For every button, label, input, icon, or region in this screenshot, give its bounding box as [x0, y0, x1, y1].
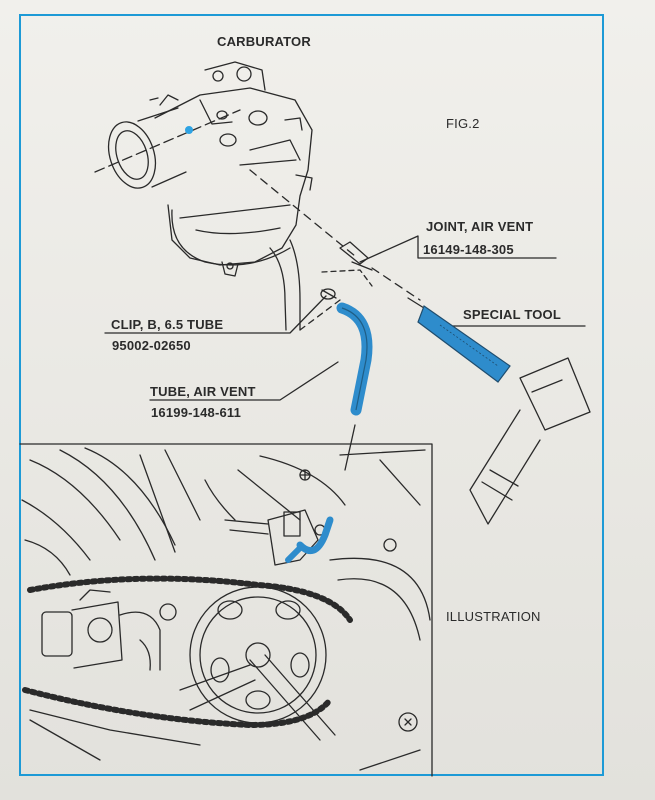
tube-air-vent-part-number: 16199-148-611: [151, 405, 242, 420]
diagram-title: CARBURATOR: [217, 34, 311, 49]
clip-drawing: [320, 288, 337, 300]
special-tool-label: SPECIAL TOOL: [463, 307, 561, 322]
special-tool-drawing: [407, 297, 591, 525]
blue-border-frame: [19, 14, 604, 776]
joint-air-vent-label: JOINT, AIR VENT: [426, 219, 534, 234]
highlighted-parts: [185, 126, 511, 563]
illustration-panel: [19, 443, 433, 777]
clip-label: CLIP, B, 6.5 TUBE: [111, 317, 224, 332]
clip-part-number: 95002-02650: [112, 338, 191, 353]
carburetor-drawing: [94, 61, 313, 331]
figure-number: FIG.2: [446, 116, 480, 131]
joint-air-vent-part-number: 16149-148-305: [423, 242, 514, 257]
illustration-label: ILLUSTRATION: [446, 609, 541, 624]
tube-air-vent-label: TUBE, AIR VENT: [150, 384, 256, 399]
joint-air-vent-drawing: [339, 241, 373, 271]
